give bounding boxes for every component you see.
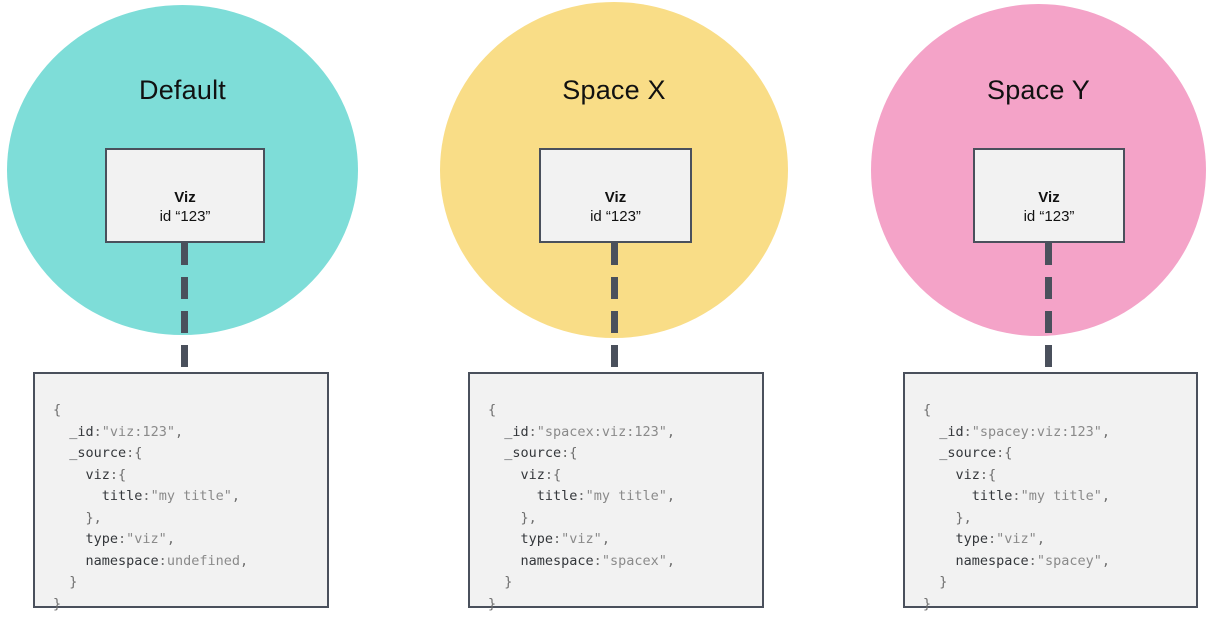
viz-node-subtitle: id “123”	[1023, 208, 1075, 225]
viz-node-title: Viz	[1038, 189, 1060, 206]
space-title-space-x: Space X	[562, 75, 666, 105]
viz-node-space-y[interactable]: Viz id “123”	[973, 148, 1125, 243]
viz-node-default[interactable]: Viz id “123”	[105, 148, 265, 243]
viz-node-title: Viz	[174, 189, 196, 206]
space-title-space-y: Space Y	[987, 75, 1090, 105]
space-title-default: Default	[139, 75, 226, 105]
json-box-default: { _id:"viz:123", _source:{ viz:{ title:"…	[33, 372, 329, 612]
json-code-space-y: { _id:"spacey:viz:123", _source:{ viz:{ …	[923, 402, 1110, 612]
viz-node-space-x[interactable]: Viz id “123”	[539, 148, 692, 243]
connector-dashed-space-y	[1045, 243, 1052, 372]
viz-node-title: Viz	[604, 189, 627, 206]
space-column-space-x: Space X Viz id “123” { _id:"spacex:viz:1…	[410, 0, 820, 622]
json-code-space-x: { _id:"spacex:viz:123", _source:{ viz:{ …	[488, 402, 675, 612]
space-column-default: Default Viz id “123” { _id:"viz:123", _s…	[0, 0, 410, 622]
viz-node-subtitle: id “123”	[590, 208, 641, 225]
json-box-space-y: { _id:"spacey:viz:123", _source:{ viz:{ …	[903, 372, 1198, 612]
connector-dashed-space-x	[611, 243, 618, 372]
space-column-space-y: Space Y Viz id “123” { _id:"spacey:viz:1…	[820, 0, 1228, 622]
viz-node-subtitle: id “123”	[159, 208, 211, 225]
json-box-space-x: { _id:"spacex:viz:123", _source:{ viz:{ …	[468, 372, 764, 612]
json-code-default: { _id:"viz:123", _source:{ viz:{ title:"…	[53, 402, 249, 612]
connector-dashed-default	[181, 243, 188, 372]
